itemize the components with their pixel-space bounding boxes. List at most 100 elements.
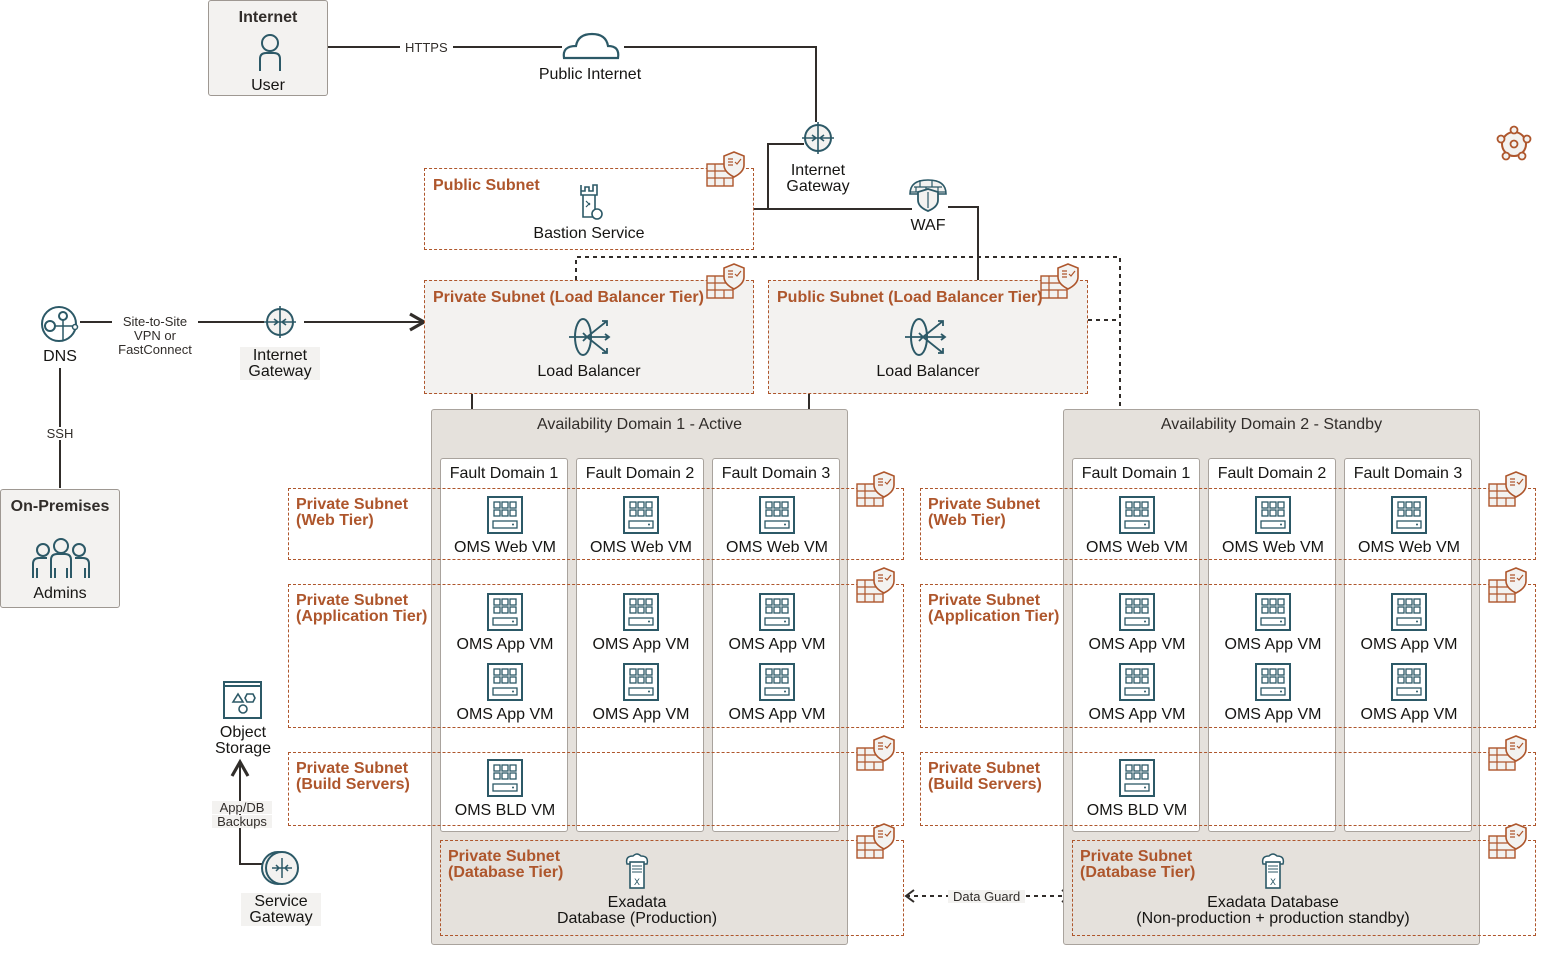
internet-gateway-top-label-2: Gateway (786, 178, 850, 195)
build-tier-label-2: (Build Servers) (296, 776, 410, 793)
virtual-machine-icon (623, 496, 659, 534)
vpn-label-2: VPN or (112, 329, 198, 342)
public-subnet-lb: Public Subnet (Load Balancer Tier) Load … (768, 280, 1088, 394)
vm-label: OMS Web VM (590, 539, 692, 556)
fault-domain-title: Fault Domain 3 (1353, 465, 1463, 482)
on-premises-box: On-Premises Admins (0, 489, 120, 608)
vpn-label-3: FastConnect (112, 343, 198, 356)
waf-icon (909, 179, 947, 212)
user-label: User (251, 77, 285, 94)
vm-label: OMS App VM (1088, 636, 1186, 653)
public-lb-label: Load Balancer (876, 363, 980, 380)
vm-label: OMS Web VM (1086, 539, 1188, 556)
security-list-icon (856, 823, 895, 859)
internet-title: Internet (238, 9, 298, 26)
exadata-prod-label-2: Database (Production) (556, 910, 718, 927)
backup-line (230, 758, 262, 865)
object-storage-icon (223, 681, 262, 719)
internet-gateway-top-icon (802, 122, 834, 154)
svg-text:X: X (1270, 878, 1276, 888)
app-tier-label-1: Private Subnet (928, 592, 1041, 609)
build-tier-subnet-ad1 (288, 752, 904, 826)
fault-domain-title: Fault Domain 1 (1081, 465, 1191, 482)
web-tier-label-1: Private Subnet (296, 496, 409, 513)
db-tier-label-2: (Database Tier) (1080, 864, 1196, 881)
object-storage-label-1: Object (219, 724, 267, 741)
vpn-label-1: Site-to-Site (112, 315, 198, 328)
security-list-icon (706, 263, 745, 299)
ssh-label: SSH (44, 427, 76, 440)
object-storage-label-2: Storage (214, 740, 272, 757)
internet-gateway-left-label-2: Gateway (240, 363, 320, 380)
backups-label-1: App/DB (212, 801, 272, 814)
data-guard-label: Data Guard (948, 890, 1026, 903)
app-tier-label-1: Private Subnet (296, 592, 409, 609)
exadata-icon: X (1261, 853, 1285, 889)
build-tier-label-2: (Build Servers) (928, 776, 1042, 793)
admins-label: Admins (33, 585, 87, 602)
exadata-standby-label-1: Exadata Database (1207, 894, 1339, 911)
cloud-icon (562, 32, 620, 60)
vm-label: OMS Web VM (1358, 539, 1460, 556)
web-tier-label-1: Private Subnet (928, 496, 1041, 513)
ad2-title: Availability Domain 2 - Standby (1160, 416, 1383, 433)
backups-label-2: Backups (212, 815, 272, 828)
vm-label: OMS BLD VM (454, 802, 556, 819)
virtual-machine-icon (1255, 496, 1291, 534)
virtual-machine-icon (487, 759, 523, 797)
vm-label: OMS App VM (456, 706, 554, 723)
bastion-label: Bastion Service (533, 225, 645, 242)
virtual-machine-icon (1119, 496, 1155, 534)
db-tier-label-2: (Database Tier) (448, 864, 564, 881)
virtual-machine-icon (759, 593, 795, 631)
virtual-machine-icon (1255, 593, 1291, 631)
virtual-machine-icon (759, 496, 795, 534)
ad1-title: Availability Domain 1 - Active (536, 416, 743, 433)
private-subnet-lb-title: Private Subnet (Load Balancer Tier) (433, 289, 704, 306)
fault-domain-title: Fault Domain 3 (721, 465, 831, 482)
vm-label: OMS App VM (1088, 706, 1186, 723)
vm-label: OMS BLD VM (1086, 802, 1188, 819)
db-tier-subnet-ad2 (1072, 840, 1536, 936)
service-gateway-icon (261, 851, 299, 885)
exadata-standby-label-2: (Non-production + production standby) (1136, 910, 1410, 927)
vm-label: OMS Web VM (1222, 539, 1324, 556)
public-subnet-title: Public Subnet (433, 177, 540, 194)
virtual-machine-icon (1119, 593, 1155, 631)
private-lb-label: Load Balancer (537, 363, 641, 380)
waf-label: WAF (910, 217, 946, 234)
db-tier-subnet-ad1 (440, 840, 904, 936)
vm-label: OMS App VM (456, 636, 554, 653)
user-icon (259, 34, 281, 71)
fault-domain-title: Fault Domain 1 (449, 465, 559, 482)
web-tier-subnet-ad2 (920, 488, 1536, 560)
app-tier-label-2: (Application Tier) (928, 608, 1060, 625)
vm-label: OMS App VM (1360, 706, 1458, 723)
virtual-machine-icon (487, 496, 523, 534)
exadata-icon: X (625, 853, 649, 889)
vm-label: OMS App VM (728, 706, 826, 723)
virtual-machine-icon (1391, 593, 1427, 631)
internet-box: Internet User (208, 0, 328, 96)
dns-icon (41, 306, 79, 342)
web-tier-label-2: (Web Tier) (296, 512, 374, 529)
fault-domain-title: Fault Domain 2 (1217, 465, 1327, 482)
admins-icon (32, 538, 90, 578)
virtual-machine-icon (487, 593, 523, 631)
internet-gateway-left-icon (264, 306, 296, 338)
vm-label: OMS Web VM (454, 539, 556, 556)
db-tier-label-1: Private Subnet (448, 848, 561, 865)
security-list-icon (1040, 263, 1079, 299)
build-tier-label-1: Private Subnet (296, 760, 409, 777)
virtual-machine-icon (1255, 663, 1291, 701)
virtual-machine-icon (487, 663, 523, 701)
on-premises-title: On-Premises (10, 498, 110, 515)
virtual-machine-icon (759, 663, 795, 701)
igw-to-waf-line (767, 143, 912, 210)
exadata-prod-label-1: Exadata (607, 894, 667, 911)
security-list-icon (856, 471, 895, 507)
build-tier-subnet-ad2 (920, 752, 1536, 826)
security-list-icon (856, 567, 895, 603)
vm-label: OMS App VM (1360, 636, 1458, 653)
public-subnet-bastion: Public Subnet Bastion Service (424, 168, 754, 250)
